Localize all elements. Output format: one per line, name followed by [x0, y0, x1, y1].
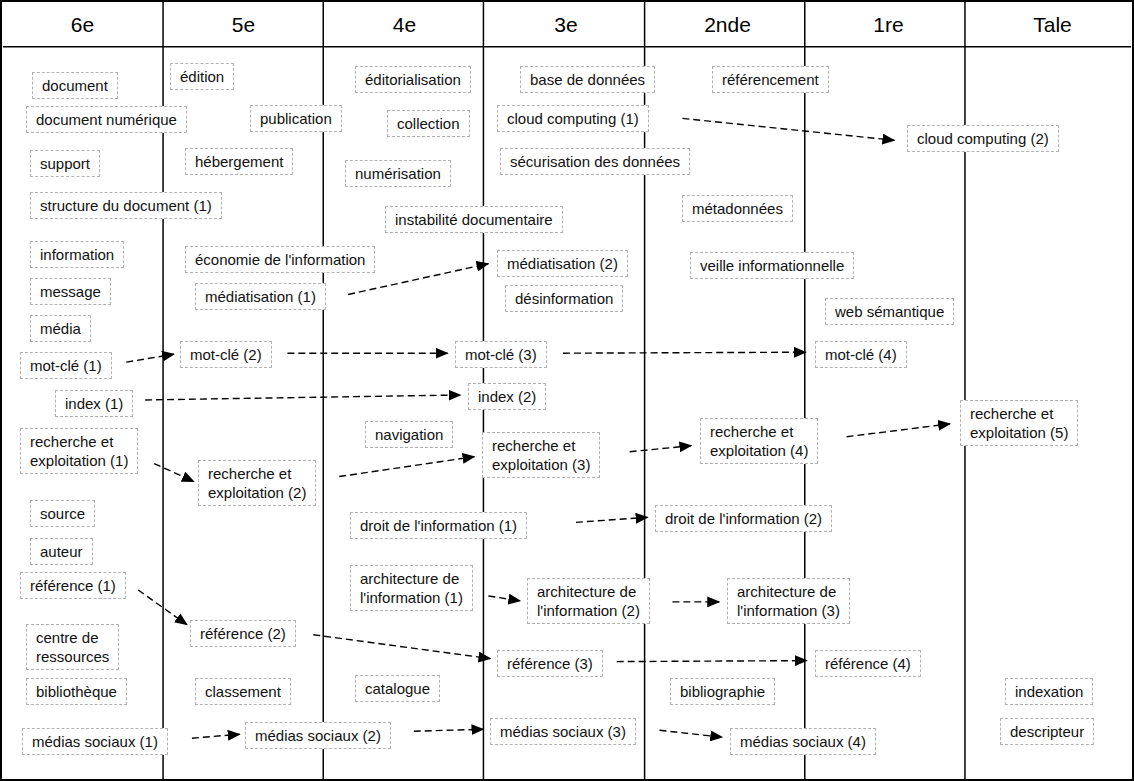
term-bibliographie: bibliographie [670, 678, 775, 705]
term-classement: classement [195, 678, 291, 705]
term-structure-du-document-1: structure du document (1) [30, 192, 222, 219]
term-mot-cle-2: mot-clé (2) [180, 341, 272, 368]
term-numerisation: numérisation [345, 160, 451, 187]
column-header-2nde: 2nde [647, 2, 808, 47]
term-recherche-et-exploitation-1: recherche et exploitation (1) [20, 428, 138, 474]
column-header-6e: 6e [2, 2, 163, 47]
term-securisation-des-donnees: sécurisation des données [500, 148, 690, 175]
term-mediatisation-2: médiatisation (2) [497, 250, 628, 277]
arrow-architecture-de-l-information-1-to-architecture-de-l-information-2 [488, 596, 520, 601]
term-architecture-de-l-information-1: architecture de l'information (1) [350, 565, 473, 611]
arrow-reference-3-to-reference-4 [617, 661, 807, 662]
arrow-recherche-et-exploitation-4-to-recherche-et-exploitation-5 [847, 424, 950, 437]
arrow-recherche-et-exploitation-3-to-recherche-et-exploitation-4 [630, 446, 692, 452]
term-reference-1: référence (1) [20, 572, 126, 599]
term-collection: collection [387, 110, 470, 137]
arrow-medias-sociaux-1-to-medias-sociaux-2 [192, 734, 240, 738]
term-instabilite-documentaire: instabilité documentaire [385, 206, 563, 233]
term-reference-2: référence (2) [190, 620, 296, 647]
arrow-recherche-et-exploitation-2-to-recherche-et-exploitation-3 [339, 457, 474, 477]
arrow-index-1-to-index-2 [145, 395, 460, 400]
term-message: message [30, 278, 111, 305]
term-architecture-de-l-information-2: architecture de l'information (2) [527, 578, 650, 624]
term-mot-cle-3: mot-clé (3) [455, 341, 547, 368]
arrow-mot-cle-1-to-mot-cle-2 [126, 354, 174, 362]
term-cloud-computing-2: cloud computing (2) [907, 125, 1059, 152]
term-recherche-et-exploitation-3: recherche et exploitation (3) [482, 432, 600, 478]
term-support: support [30, 150, 100, 177]
term-publication: publication [250, 105, 342, 132]
term-edition: édition [170, 63, 234, 90]
arrow-medias-sociaux-2-to-medias-sociaux-3 [414, 729, 484, 731]
term-navigation: navigation [365, 421, 453, 448]
term-medias-sociaux-3: médias sociaux (3) [490, 718, 636, 745]
term-economie-de-l-information: économie de l'information [185, 246, 375, 273]
term-architecture-de-l-information-3: architecture de l'information (3) [727, 578, 850, 624]
term-descripteur: descripteur [1000, 718, 1094, 745]
column-header-1re: 1re [808, 2, 969, 47]
term-media: média [30, 315, 91, 342]
arrow-reference-2-to-reference-3 [313, 635, 490, 659]
term-mot-cle-4: mot-clé (4) [815, 341, 907, 368]
column-header-tale: Tale [969, 2, 1134, 47]
term-web-semantique: web sémantique [825, 298, 954, 325]
term-document-numerique: document numérique [26, 106, 187, 133]
term-auteur: auteur [30, 538, 93, 565]
term-reference-3: référence (3) [497, 650, 603, 677]
term-veille-informationnelle: veille informationnelle [690, 252, 854, 279]
arrow-cloud-computing-1-to-cloud-computing-2 [682, 118, 894, 140]
term-droit-de-l-information-2: droit de l'information (2) [655, 505, 832, 532]
term-medias-sociaux-4: médias sociaux (4) [730, 728, 876, 755]
term-index-2: index (2) [468, 383, 546, 410]
term-referencement: référencement [712, 66, 829, 93]
term-source: source [30, 500, 95, 527]
arrow-mot-cle-3-to-mot-cle-4 [563, 352, 806, 353]
term-base-de-donnees: base de données [520, 66, 655, 93]
term-editorialisation: éditorialisation [355, 66, 471, 93]
term-metadonnees: métadonnées [682, 195, 793, 222]
term-reference-4: référence (4) [815, 650, 921, 677]
term-document: document [32, 72, 118, 99]
arrow-medias-sociaux-3-to-medias-sociaux-4 [660, 730, 723, 737]
term-recherche-et-exploitation-2: recherche et exploitation (2) [198, 460, 316, 506]
term-medias-sociaux-2: médias sociaux (2) [245, 722, 391, 749]
term-information: information [30, 241, 124, 268]
term-recherche-et-exploitation-5: recherche et exploitation (5) [960, 400, 1078, 446]
term-mot-cle-1: mot-clé (1) [20, 352, 112, 379]
term-hebergement: hébergement [185, 148, 293, 175]
arrow-recherche-et-exploitation-1-to-recherche-et-exploitation-2 [154, 464, 194, 482]
column-header-3e: 3e [485, 2, 647, 47]
term-mediatisation-1: médiatisation (1) [195, 283, 326, 310]
term-desinformation: désinformation [505, 285, 623, 312]
term-cloud-computing-1: cloud computing (1) [497, 105, 649, 132]
column-header-5e: 5e [163, 2, 324, 47]
term-index-1: index (1) [55, 390, 133, 417]
term-centre-de-ressources: centre de ressources [26, 624, 119, 670]
term-droit-de-l-information-1: droit de l'information (1) [350, 512, 527, 539]
term-bibliotheque: bibliothèque [26, 678, 127, 705]
term-catalogue: catalogue [355, 675, 440, 702]
term-medias-sociaux-1: médias sociaux (1) [22, 728, 168, 755]
term-indexation: indexation [1005, 678, 1093, 705]
arrow-droit-de-l-information-1-to-droit-de-l-information-2 [576, 517, 648, 522]
term-recherche-et-exploitation-4: recherche et exploitation (4) [700, 418, 818, 464]
column-header-4e: 4e [324, 2, 485, 47]
